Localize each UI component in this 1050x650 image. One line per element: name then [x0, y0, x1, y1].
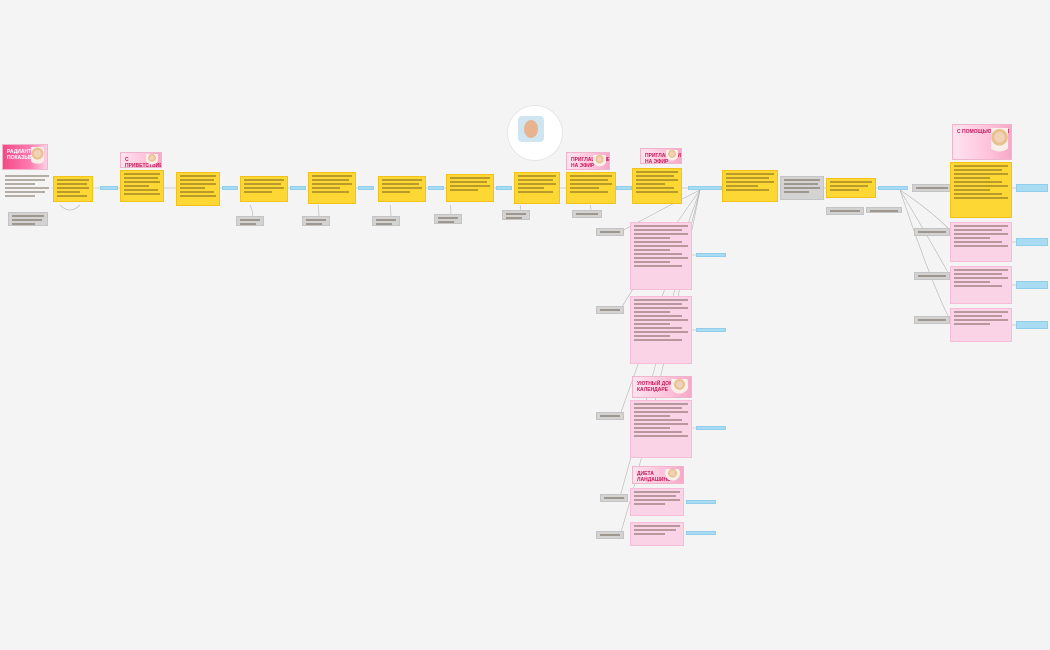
banner-image-2: С ПРИВЕТСТВИЕМ НОВОЙ ЗАЯВКИ	[120, 152, 162, 168]
node-grey-18[interactable]	[600, 494, 628, 502]
node-yellow-3[interactable]	[176, 172, 220, 206]
connector-tag-18[interactable]	[686, 531, 716, 535]
person-photo-icon	[146, 154, 158, 167]
banner-2-text: С ПРИВЕТСТВИЕМ НОВОЙ ЗАЯВКИ	[125, 157, 161, 168]
node-yellow-11[interactable]	[722, 170, 778, 202]
node-grey-5[interactable]	[434, 214, 462, 224]
node-yellow-13[interactable]	[950, 162, 1012, 218]
person-photo-icon	[30, 147, 44, 169]
node-yellow-7[interactable]	[446, 174, 494, 202]
node-pink-4[interactable]	[630, 488, 684, 516]
connector-tag-7[interactable]	[616, 186, 632, 190]
banner-7-text: С ПОМОЩЬЮ НА ТЫ	[957, 129, 1010, 135]
connector-tag-11[interactable]	[1016, 238, 1048, 246]
node-grey-1[interactable]	[8, 212, 48, 226]
node-grey-8[interactable]	[780, 176, 824, 200]
node-pink-right-2[interactable]	[950, 266, 1012, 304]
node-grey-19[interactable]	[596, 531, 624, 539]
node-grey-11[interactable]	[912, 184, 952, 192]
connector-tag-9[interactable]	[878, 186, 908, 190]
node-pink-5[interactable]	[630, 522, 684, 546]
node-yellow-8[interactable]	[514, 172, 560, 204]
node-pink-3[interactable]	[630, 400, 692, 458]
node-grey-13[interactable]	[914, 272, 950, 280]
connector-tag-16[interactable]	[696, 426, 726, 430]
banner-image-4: ПРИГЛАШЕНИЕ НА ЭФИР	[640, 148, 682, 164]
node-grey-12[interactable]	[914, 228, 950, 236]
node-grey-14[interactable]	[914, 316, 950, 324]
person-photo-icon	[990, 128, 1008, 159]
connector-tag-5[interactable]	[428, 186, 444, 190]
node-grey-9[interactable]	[826, 207, 864, 215]
connector-tag-14[interactable]	[696, 253, 726, 257]
person-photo-icon	[666, 150, 678, 163]
node-yellow-10[interactable]	[632, 168, 682, 204]
node-pink-right-1[interactable]	[950, 222, 1012, 262]
banner-image-7: С ПОМОЩЬЮ НА ТЫ	[952, 124, 1012, 160]
node-grey-15[interactable]	[596, 228, 624, 236]
node-yellow-4[interactable]	[240, 176, 288, 202]
banner-image-3: ПРИГЛАШЕНИЕ НА ЭФИР	[566, 152, 610, 170]
node-yellow-6[interactable]	[378, 176, 426, 202]
connector-tag-1[interactable]	[100, 186, 118, 190]
person-photo-icon	[665, 468, 680, 483]
person-photo-icon	[670, 379, 688, 397]
connector-tag-15[interactable]	[696, 328, 726, 332]
node-intro-text[interactable]	[2, 173, 52, 205]
banner-image-6: ДИЕТА ЛАНДАШИНЕ	[632, 466, 684, 484]
node-pink-1[interactable]	[630, 222, 692, 290]
node-grey-16[interactable]	[596, 306, 624, 314]
node-grey-4[interactable]	[372, 216, 400, 226]
connector-tag-10[interactable]	[1016, 184, 1048, 192]
connector-tag-8[interactable]	[688, 186, 722, 190]
banner-image-5: УЮТНЫЙ ДОМ В КАЛЕНДАРЕ	[632, 376, 692, 398]
node-yellow-9[interactable]	[566, 172, 616, 204]
banner-1-text: РАДИАНТ ПОКАЗЫВАТЬ	[7, 149, 43, 161]
connector-tag-4[interactable]	[358, 186, 374, 190]
connector-tag-6[interactable]	[496, 186, 512, 190]
node-grey-2[interactable]	[236, 216, 264, 226]
banner-3-text: ПРИГЛАШЕНИЕ НА ЭФИР	[571, 157, 610, 169]
connector-tag-17[interactable]	[686, 500, 716, 504]
node-grey-17[interactable]	[596, 412, 624, 420]
node-yellow-1[interactable]	[53, 176, 93, 202]
node-yellow-5[interactable]	[308, 172, 356, 204]
connector-tag-13[interactable]	[1016, 321, 1048, 329]
banner-image-1: РАДИАНТ ПОКАЗЫВАТЬ	[2, 144, 48, 170]
node-pink-right-3[interactable]	[950, 308, 1012, 342]
connector-tag-3[interactable]	[290, 186, 306, 190]
node-grey-6[interactable]	[502, 210, 530, 220]
node-grey-10[interactable]	[866, 207, 902, 213]
banner-5-text: УЮТНЫЙ ДОМ В КАЛЕНДАРЕ	[637, 381, 679, 393]
banner-4-text: ПРИГЛАШЕНИЕ НА ЭФИР	[645, 153, 682, 164]
node-grey-7[interactable]	[572, 210, 602, 218]
connector-tag-12[interactable]	[1016, 281, 1048, 289]
banner-6-text: ДИЕТА ЛАНДАШИНЕ	[637, 471, 671, 483]
avatar	[508, 106, 562, 160]
node-yellow-12[interactable]	[826, 178, 876, 198]
node-yellow-2[interactable]	[120, 170, 164, 202]
node-pink-2[interactable]	[630, 296, 692, 364]
node-grey-3[interactable]	[302, 216, 330, 226]
person-photo-icon	[593, 154, 606, 169]
avatar-photo-icon	[518, 116, 544, 142]
connector-tag-2[interactable]	[222, 186, 238, 190]
